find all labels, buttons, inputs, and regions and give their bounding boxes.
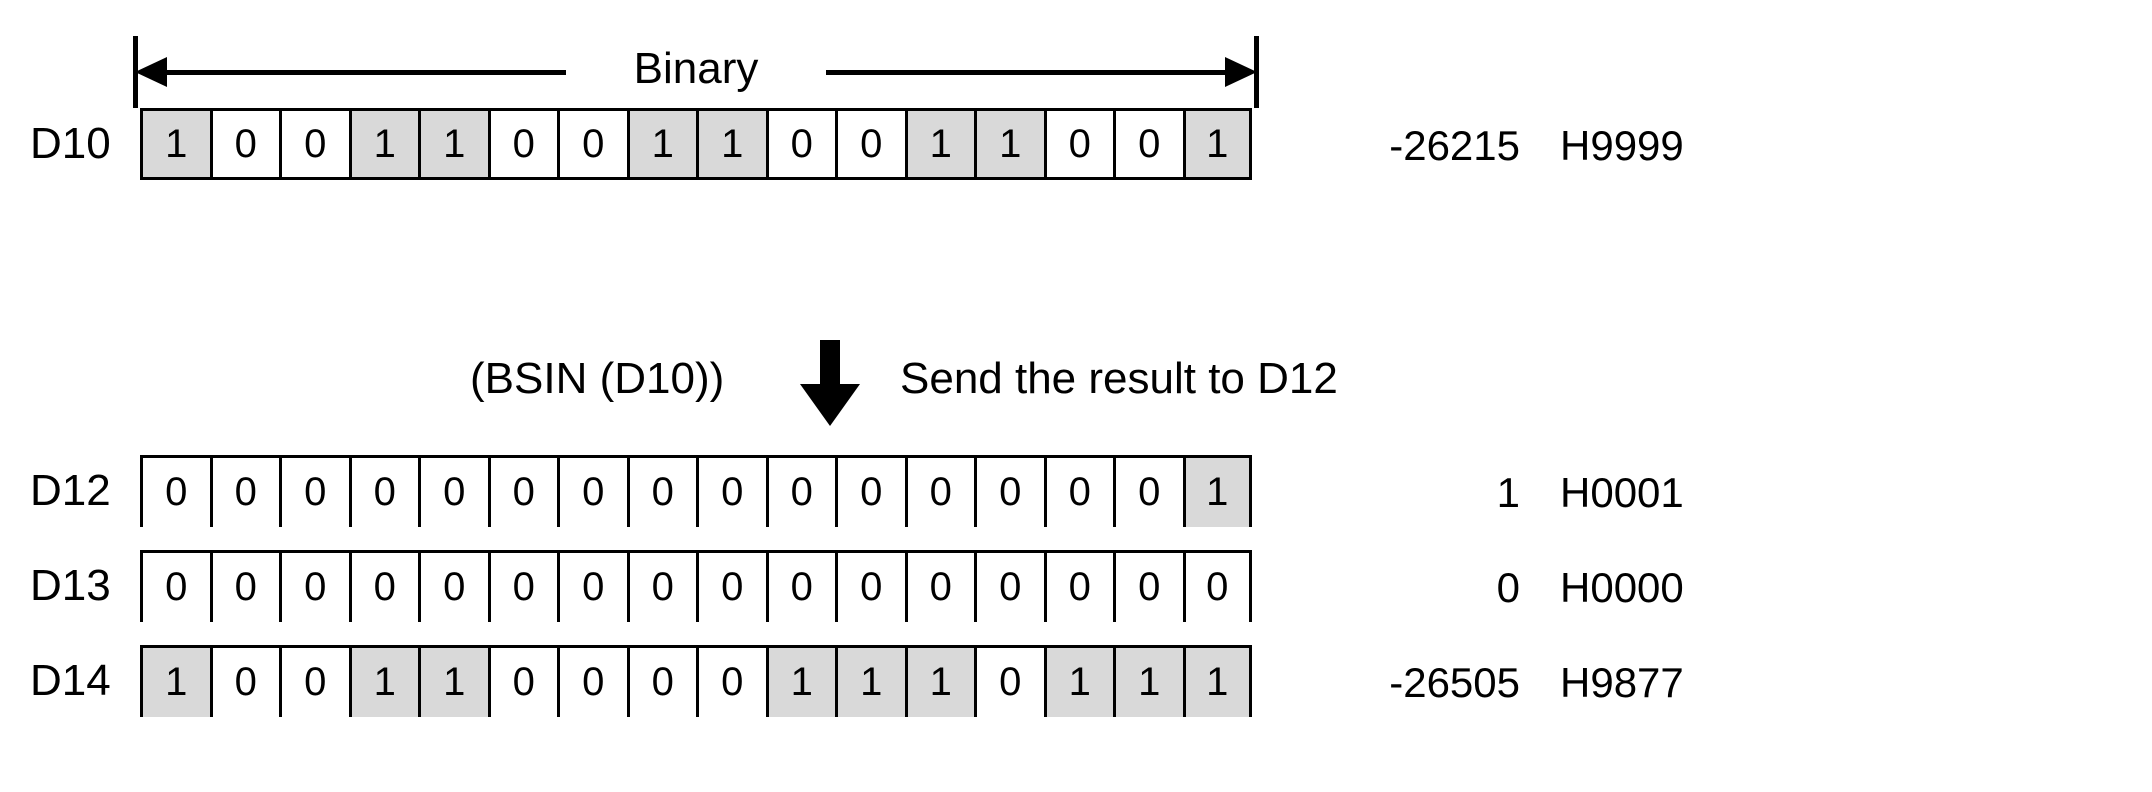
bit-cell-d13-3: 0: [348, 550, 418, 622]
bit-cell-d10-8: 1: [696, 108, 766, 180]
bit-cell-d10-9: 0: [765, 108, 835, 180]
bit-cell-d13-12: 0: [974, 550, 1044, 622]
bit-cell-d14-10: 1: [835, 645, 905, 717]
binary-span-indicator: Binary: [133, 36, 1259, 108]
bit-cell-d14-9: 1: [765, 645, 835, 717]
decimal-value-d12: 1: [1496, 469, 1520, 516]
bit-cell-d10-15: 1: [1182, 108, 1252, 180]
bit-cell-d10-2: 0: [279, 108, 349, 180]
bit-cell-d13-8: 0: [696, 550, 766, 622]
bit-cell-d10-7: 1: [626, 108, 696, 180]
bit-cell-d14-13: 1: [1043, 645, 1113, 717]
bit-cell-d12-2: 0: [279, 455, 349, 527]
arrow-left-icon: [135, 57, 167, 87]
bit-cell-d12-12: 0: [974, 455, 1044, 527]
bit-cell-d13-9: 0: [765, 550, 835, 622]
bit-cell-d12-13: 0: [1043, 455, 1113, 527]
bit-cell-d12-4: 0: [418, 455, 488, 527]
bit-cell-d12-6: 0: [557, 455, 627, 527]
hex-value-d14: H9877: [1560, 659, 1684, 706]
bit-cell-d10-10: 0: [835, 108, 905, 180]
bit-cell-d10-3: 1: [348, 108, 418, 180]
bit-cell-d13-2: 0: [279, 550, 349, 622]
decimal-value-d14: -26505: [1389, 659, 1520, 706]
bit-cell-d13-1: 0: [209, 550, 279, 622]
bit-cell-d12-9: 0: [765, 455, 835, 527]
bit-cell-d12-11: 0: [904, 455, 974, 527]
bit-cell-d10-4: 1: [418, 108, 488, 180]
span-label: Binary: [566, 44, 826, 94]
bit-cell-d12-5: 0: [487, 455, 557, 527]
bit-cell-d14-5: 0: [487, 645, 557, 717]
decimal-value-d13: 0: [1496, 564, 1520, 611]
bit-cell-d14-11: 1: [904, 645, 974, 717]
bit-cell-d13-14: 0: [1113, 550, 1183, 622]
bit-cell-d13-15: 0: [1182, 550, 1252, 622]
bit-cell-d10-5: 0: [487, 108, 557, 180]
bit-cell-d14-14: 1: [1113, 645, 1183, 717]
operation-description: Send the result to D12: [900, 354, 1338, 403]
row-label-d10: D10: [30, 119, 111, 168]
bit-cell-d12-3: 0: [348, 455, 418, 527]
bit-cell-d13-7: 0: [626, 550, 696, 622]
bit-cell-d13-13: 0: [1043, 550, 1113, 622]
span-line-right: [801, 70, 1241, 75]
down-arrow-icon: [800, 340, 860, 426]
bit-cell-d13-4: 0: [418, 550, 488, 622]
operation-annotation: (BSIN (D10)) Send the result to D12: [0, 340, 2152, 430]
bit-cell-d14-2: 0: [279, 645, 349, 717]
bit-cell-d14-7: 0: [626, 645, 696, 717]
bit-cell-d10-0: 1: [140, 108, 210, 180]
bit-cell-d14-0: 1: [140, 645, 210, 717]
bit-cell-d10-1: 0: [209, 108, 279, 180]
bit-cell-d12-0: 0: [140, 455, 210, 527]
hex-value-d12: H0001: [1560, 469, 1684, 516]
bit-cell-d10-14: 0: [1113, 108, 1183, 180]
bit-cell-d13-0: 0: [140, 550, 210, 622]
bit-cell-d14-4: 1: [418, 645, 488, 717]
arrow-right-icon: [1225, 57, 1257, 87]
bit-cell-d12-8: 0: [696, 455, 766, 527]
bit-cell-d10-13: 0: [1043, 108, 1113, 180]
bit-cell-d13-10: 0: [835, 550, 905, 622]
bit-cell-d10-6: 0: [557, 108, 627, 180]
hex-value-d13: H0000: [1560, 564, 1684, 611]
bit-cell-d14-6: 0: [557, 645, 627, 717]
decimal-value-d10: -26215: [1389, 122, 1520, 169]
bit-cell-d12-7: 0: [626, 455, 696, 527]
bit-cell-d13-11: 0: [904, 550, 974, 622]
bit-cell-d14-12: 0: [974, 645, 1044, 717]
hex-value-d10: H9999: [1560, 122, 1684, 169]
bit-cell-d14-15: 1: [1182, 645, 1252, 717]
bit-cell-d13-5: 0: [487, 550, 557, 622]
bit-cell-d14-3: 1: [348, 645, 418, 717]
bit-cell-d14-8: 0: [696, 645, 766, 717]
bit-cell-d13-6: 0: [557, 550, 627, 622]
row-label-d14: D14: [30, 656, 111, 705]
bit-cell-d14-1: 0: [209, 645, 279, 717]
bit-cell-d12-15: 1: [1182, 455, 1252, 527]
bit-cell-d10-12: 1: [974, 108, 1044, 180]
row-label-d12: D12: [30, 466, 111, 515]
operation-expression: (BSIN (D10)): [470, 354, 725, 403]
bit-cell-d12-10: 0: [835, 455, 905, 527]
row-label-d13: D13: [30, 561, 111, 610]
span-line-left: [151, 70, 591, 75]
bit-cell-d12-14: 0: [1113, 455, 1183, 527]
bit-cell-d10-11: 1: [904, 108, 974, 180]
bit-cell-d12-1: 0: [209, 455, 279, 527]
